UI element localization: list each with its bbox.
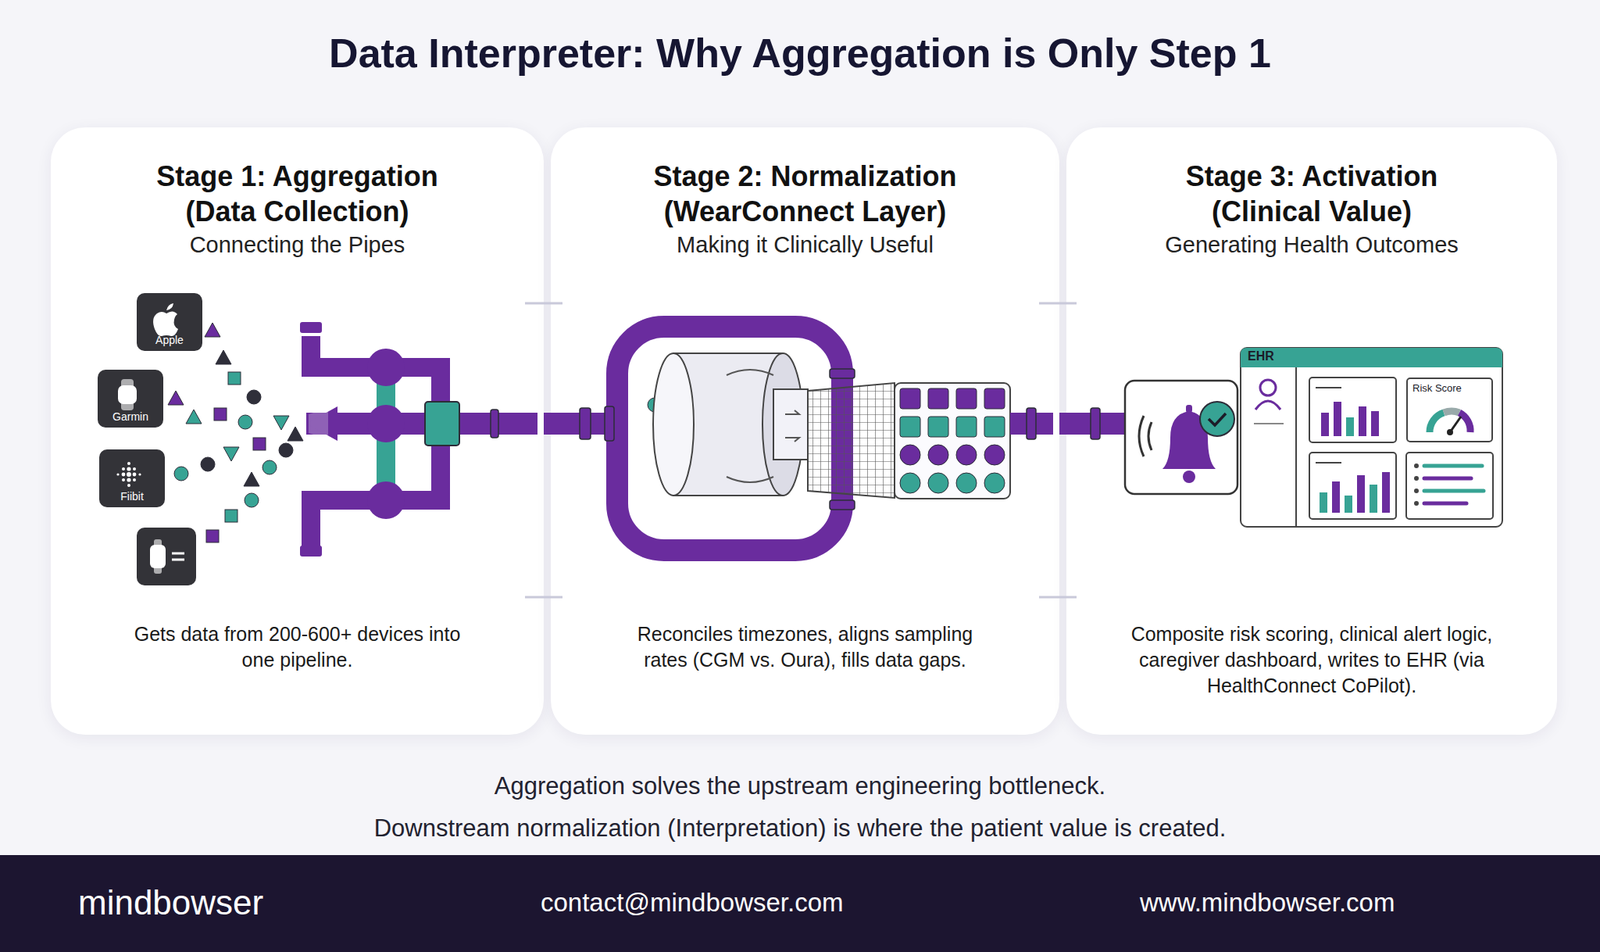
device-tile: Apple [136, 292, 203, 351]
data-shape [204, 322, 221, 337]
normalized-cell [928, 472, 949, 493]
normalized-cell [956, 472, 977, 493]
data-shape [200, 457, 215, 472]
data-shape [246, 389, 261, 404]
data-shape [223, 446, 240, 461]
normalized-cell [956, 416, 977, 437]
pipe-connector [543, 412, 551, 435]
data-shape [278, 442, 293, 458]
raw-data-shapes [167, 322, 721, 543]
node-text: Generating Health Outcomes [1066, 232, 1558, 258]
gap-markers [525, 303, 1077, 597]
node-text: Composite risk scoring, clinical alert l… [1116, 621, 1508, 699]
normalized-cell [900, 444, 921, 465]
normalized-cell [900, 416, 921, 437]
node-text: Connecting the Pipes [50, 232, 544, 258]
footer-band: mindbowser contact@mindbowser.com www.mind… [0, 854, 1600, 952]
node-heading: EHR [1247, 349, 1275, 364]
caption-line: Downstream normalization (Interpretation… [0, 814, 1600, 843]
data-shape [253, 437, 266, 450]
node-heading: Stage 2: Normalization (WearConnect Laye… [633, 158, 978, 229]
data-shape [215, 350, 232, 365]
node-text: contact@mindbowser.com [540, 887, 844, 918]
data-shape [167, 390, 184, 405]
data-shape [228, 371, 241, 385]
normalized-cell [984, 416, 1005, 437]
ehr-window: EHR Risk Score [1239, 346, 1504, 528]
normalized-cell [956, 388, 977, 409]
normalization-layer [550, 326, 1054, 550]
device-icon [136, 527, 197, 586]
data-shape [287, 426, 304, 441]
data-shape [243, 471, 260, 486]
device-tile: Fiibit [99, 449, 165, 508]
node-heading: Fiibit [99, 489, 165, 503]
normalized-cell [984, 444, 1005, 465]
diagram-title: Data Interpreter: Why Aggregation is Onl… [0, 29, 1600, 77]
node-heading: Stage 1: Aggregation (Data Collection) [125, 158, 470, 229]
data-shape [225, 509, 238, 522]
node-heading: mindbowser [78, 882, 264, 922]
normalized-cell [956, 444, 977, 465]
pipe-connector [1059, 412, 1067, 435]
data-shape [206, 529, 219, 543]
node-heading: Stage 3: Activation (Clinical Value) [1139, 158, 1484, 229]
data-shape [273, 415, 290, 430]
data-shape [185, 409, 202, 424]
data-shape [174, 466, 189, 481]
manifold-pipes [300, 321, 538, 557]
node-heading: Risk Score [1412, 382, 1462, 394]
data-shape [262, 460, 277, 475]
normalized-cell [928, 416, 949, 437]
normalized-cell [928, 444, 949, 465]
node-text: Reconciles timezones, aligns sampling ra… [614, 621, 997, 673]
normalized-cell [900, 472, 921, 493]
node-text: Gets data from 200-600+ devices into one… [133, 621, 462, 673]
node-heading: Garmin [97, 410, 164, 423]
risk-score-card: Risk Score [1406, 377, 1493, 443]
normalized-cell [984, 388, 1005, 409]
data-shape [214, 407, 227, 421]
alert-pipe-and-bell [1066, 380, 1238, 494]
data-shape [244, 492, 259, 508]
normalized-cell [984, 472, 1005, 493]
node-heading: Apple [136, 333, 203, 347]
device-tile: Garmin [97, 369, 164, 428]
node-text: www.mindbowser.com [1139, 887, 1395, 918]
data-shape [238, 414, 253, 429]
normalized-cell [928, 388, 949, 409]
caption-line: Aggregation solves the upstream engineer… [0, 771, 1600, 800]
normalized-cell [900, 388, 921, 409]
node-text: Making it Clinically Useful [550, 232, 1060, 258]
